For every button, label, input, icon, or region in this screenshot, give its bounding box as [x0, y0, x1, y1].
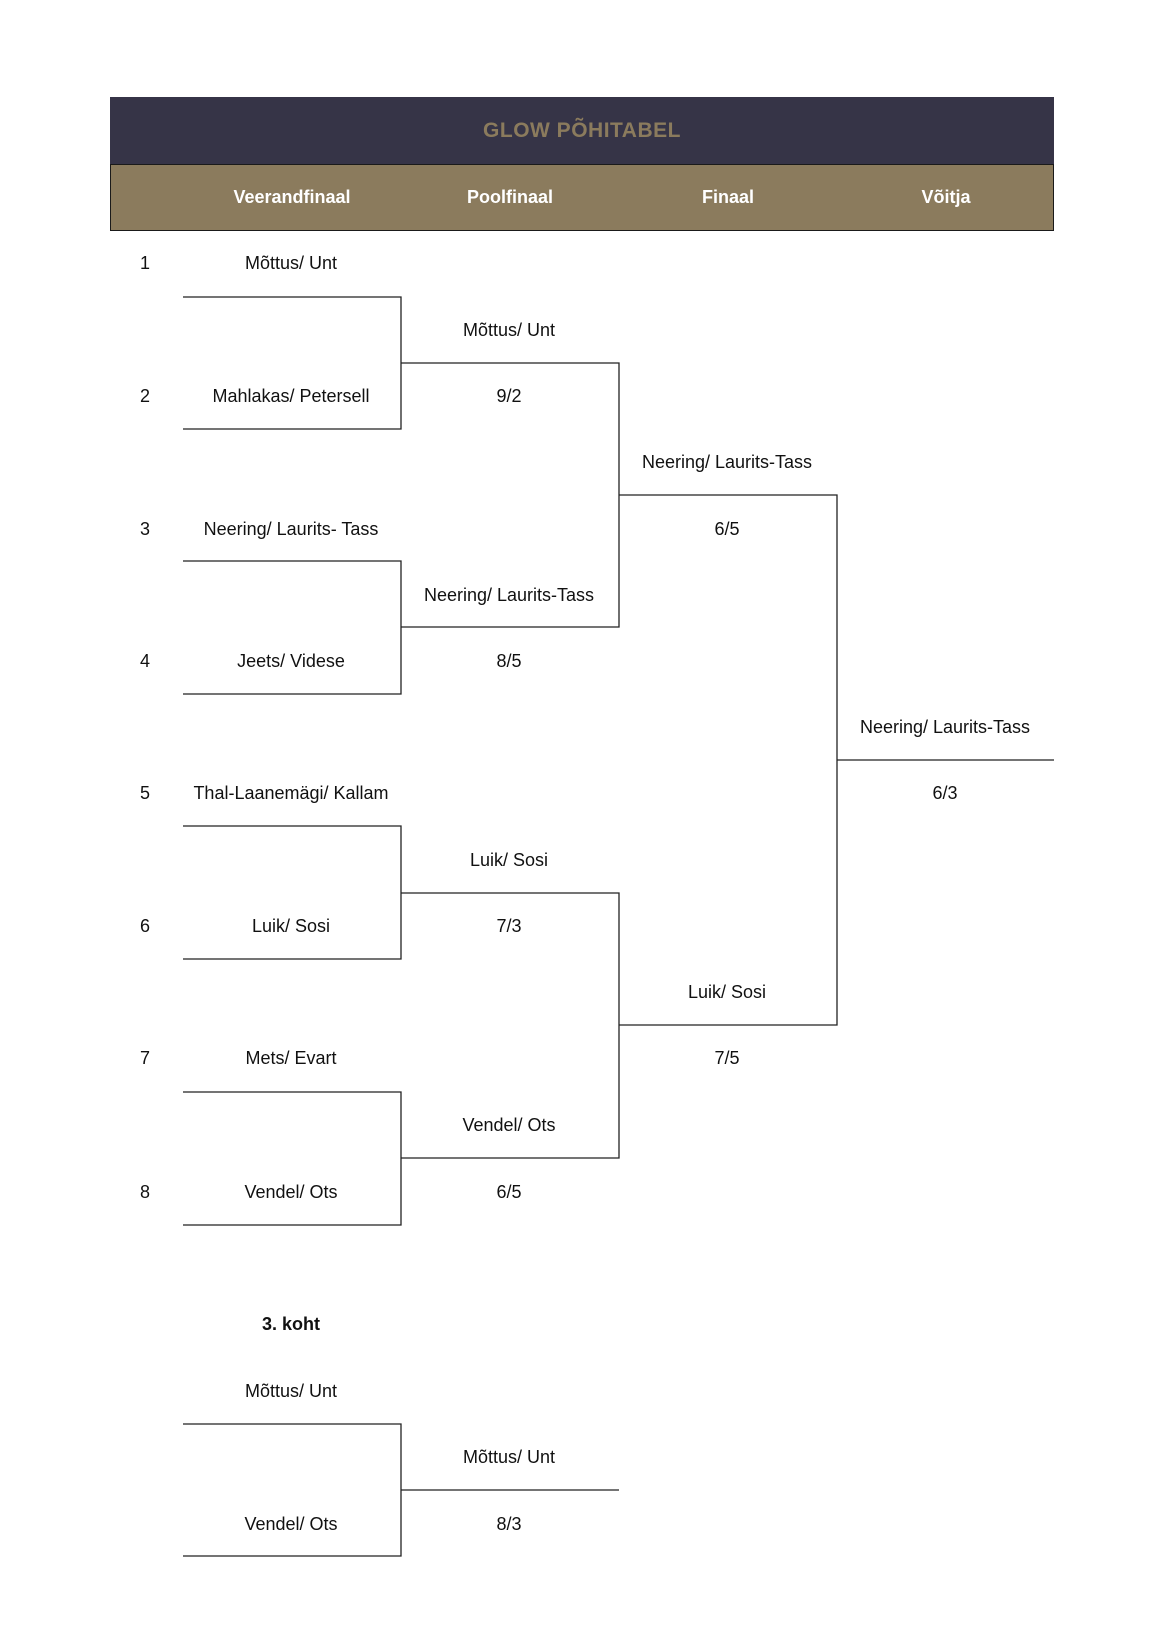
final-winner: Neering/ Laurits-Tass [641, 452, 813, 472]
third-place-label: 3. koht [261, 1314, 320, 1334]
bracket-line-qf-2 [183, 363, 402, 430]
bracket-line-final-2 [619, 760, 838, 1026]
bracket-line-qf-4 [183, 627, 402, 695]
semifinal-winner: Luik/ Sosi [469, 850, 549, 870]
column-header-winner: Võitja [921, 187, 971, 207]
semifinal-winner: Neering/ Laurits-Tass [423, 585, 595, 605]
bracket-line-sf-4 [401, 1025, 620, 1159]
bracket-line-qf-6 [183, 893, 402, 960]
bracket-line-third-2 [183, 1490, 402, 1557]
semifinal-winner: Mõttus/ Unt [462, 320, 556, 340]
quarterfinal-team: Mõttus/ Unt [244, 253, 338, 273]
champion-name: Neering/ Laurits-Tass [859, 717, 1031, 737]
semifinal-winner: Vendel/ Ots [462, 1115, 556, 1135]
quarterfinal-team: Mahlakas/ Petersell [212, 386, 370, 406]
quarterfinal-team: Neering/ Laurits- Tass [203, 519, 379, 539]
column-header-bar: Veerandfinaal Poolfinaal Finaal Võitja [110, 164, 1054, 231]
bracket-line-sf-3 [401, 892, 620, 1025]
seed-number: 7 [139, 1048, 150, 1068]
seed-number: 5 [139, 783, 150, 803]
quarterfinal-team: Vendel/ Ots [244, 1182, 338, 1202]
bracket-line-third-1 [183, 1423, 402, 1490]
final-score: 7/5 [714, 1048, 740, 1068]
quarterfinal-team: Thal-Laanemägi/ Kallam [193, 783, 389, 803]
seed-number: 4 [139, 651, 150, 671]
champion-score: 6/3 [932, 783, 958, 803]
seed-number: 6 [139, 916, 150, 936]
third-place-team: Vendel/ Ots [244, 1514, 338, 1534]
third-place-team: Mõttus/ Unt [244, 1381, 338, 1401]
semifinal-score: 9/2 [496, 386, 522, 406]
column-header-quarterfinal: Veerandfinaal [233, 187, 351, 207]
quarterfinal-team: Mets/ Evart [245, 1048, 337, 1068]
bracket-line-qf-5 [183, 825, 402, 893]
bracket-line-qf-7 [183, 1091, 402, 1158]
bracket-line-qf-1 [183, 296, 402, 363]
seed-number: 8 [139, 1182, 150, 1202]
final-score: 6/5 [714, 519, 740, 539]
third-place-score: 8/3 [496, 1514, 522, 1534]
bracket-line-sf-1 [401, 362, 620, 495]
bracket-line-qf-8 [183, 1158, 402, 1226]
semifinal-score: 7/3 [496, 916, 522, 936]
seed-number: 1 [139, 253, 150, 273]
quarterfinal-team: Luik/ Sosi [251, 916, 331, 936]
seed-number: 2 [139, 386, 150, 406]
seed-number: 3 [139, 519, 150, 539]
bracket-line-sf-2 [401, 495, 620, 628]
final-winner: Luik/ Sosi [687, 982, 767, 1002]
semifinal-score: 8/5 [496, 651, 522, 671]
semifinal-score: 6/5 [496, 1182, 522, 1202]
column-header-semifinal: Poolfinaal [466, 187, 553, 207]
bracket-line-qf-3 [183, 560, 402, 627]
column-header-final: Finaal [701, 187, 754, 207]
bracket-line-final-1 [619, 494, 838, 760]
third-place-winner: Mõttus/ Unt [462, 1447, 556, 1467]
page-title: GLOW PÕHITABEL [110, 97, 1054, 164]
quarterfinal-team: Jeets/ Videse [237, 651, 345, 671]
